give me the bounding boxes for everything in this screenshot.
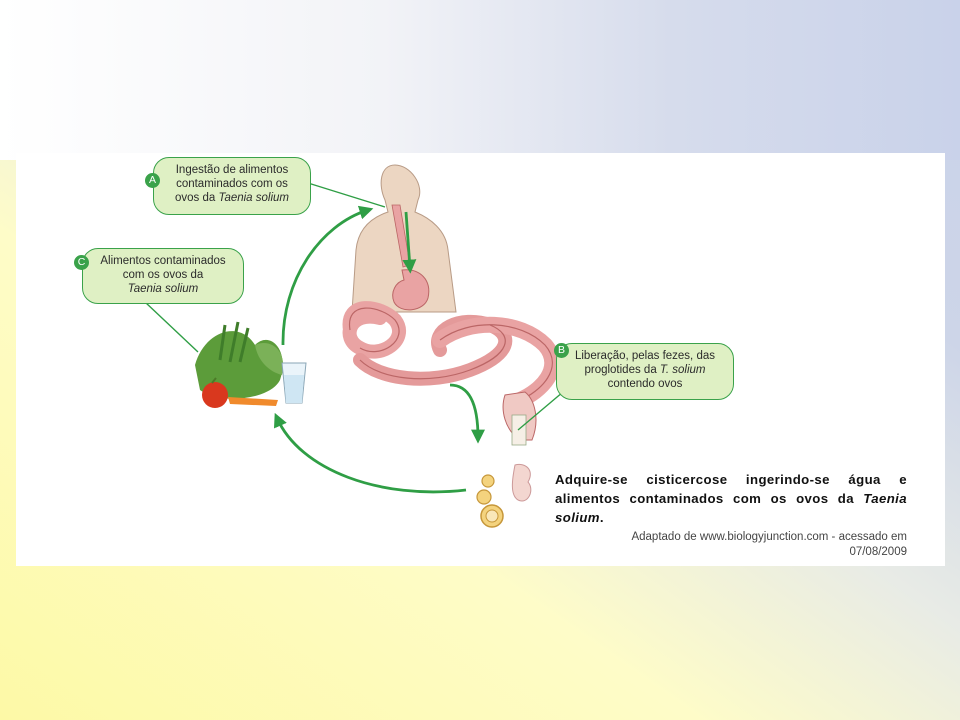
human-torso-figure [351, 164, 457, 313]
callout-c-badge: C [74, 255, 89, 270]
cycle-arrows [274, 205, 485, 494]
callout-c-line3: Taenia solium [91, 282, 235, 296]
caption-end: . [599, 510, 604, 525]
callout-a-line2: contaminados com os [176, 178, 288, 190]
arrow-esophagus-down [402, 211, 417, 274]
callout-a-line3: ovos da Taenia solium [162, 191, 302, 205]
callout-a-line3-prefix: ovos da [174, 192, 219, 204]
callout-c-line1: Alimentos contaminados [100, 255, 226, 267]
callout-b-release: Liberação, pelas fezes, das proglotides … [556, 343, 734, 400]
arrow-intestine-to-eggs [449, 383, 485, 444]
callout-a-badge: A [145, 173, 160, 188]
callout-b-line1: Liberação, pelas fezes, das [574, 350, 715, 362]
callout-connectors [144, 182, 564, 431]
callout-b-line3: contendo ovos [607, 378, 683, 390]
callout-c-contaminated-food: Alimentos contaminados com os ovos da Ta… [82, 248, 244, 304]
callout-a-ingestion: Ingestão de alimentos contaminados com o… [153, 157, 311, 215]
water-glass-illustration [281, 362, 307, 404]
callout-b-species: T. solium [659, 364, 706, 376]
caption-text: Adquire-se cisticercose ingerindo-se águ… [555, 472, 907, 506]
arrow-eggs-to-food [274, 412, 467, 494]
callout-b-line2-prefix: proglotides da [584, 364, 660, 376]
credit-line1: Adaptado de www.biologyjunction.com - ac… [631, 531, 907, 543]
callout-b-badge: B [554, 343, 569, 358]
credit-line2: 07/08/2009 [849, 546, 907, 558]
callout-a-species: Taenia solium [218, 192, 290, 204]
slide-background-top [0, 0, 960, 160]
arrow-food-to-mouth [281, 205, 374, 346]
caption-species: Taenia solium [555, 491, 907, 525]
tapeworm-eggs [476, 463, 532, 528]
callout-b-line2: proglotides da T. solium [565, 363, 725, 377]
vegetables-illustration [195, 321, 284, 408]
callout-c-species: Taenia solium [127, 283, 199, 295]
callout-c-line2: com os ovos da [122, 269, 204, 281]
intestine-illustration [342, 301, 561, 446]
diagram-caption: Adquire-se cisticercose ingerindo-se águ… [555, 470, 907, 527]
source-credit: Adaptado de www.biologyjunction.com - ac… [555, 530, 907, 560]
callout-a-line1: Ingestão de alimentos [175, 164, 289, 176]
